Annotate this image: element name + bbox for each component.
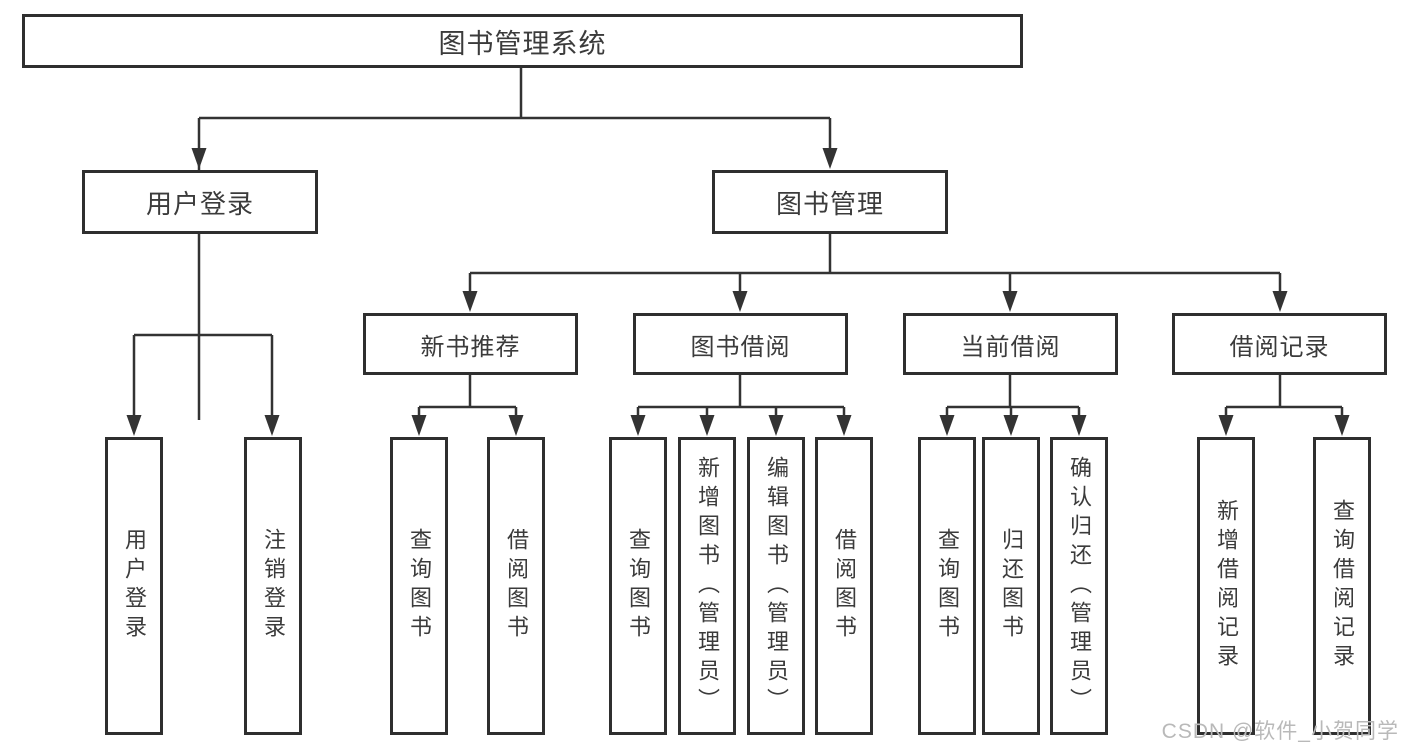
leaf-borrow-books: 借阅图书: [815, 437, 873, 735]
leaf-query-borrow-record-label: 查询借阅记录: [1330, 499, 1355, 673]
leaf-user-login-label: 用户登录: [122, 528, 147, 644]
node-new-book-recommendation: 新书推荐: [363, 313, 578, 375]
leaf-query-books-borrow-label: 查询图书: [626, 528, 651, 644]
leaf-edit-books-admin-label: 编辑图书（管理员）: [764, 455, 789, 717]
leaf-add-books-admin: 新增图书（管理员）: [678, 437, 736, 735]
node-system-root-label: 图书管理系统: [438, 28, 607, 59]
leaf-query-books-recommend-label: 查询图书: [407, 528, 432, 644]
leaf-query-books-current-label: 查询图书: [935, 528, 960, 644]
leaf-add-books-admin-label: 新增图书（管理员）: [695, 455, 720, 717]
leaf-logout-label: 注销登录: [261, 528, 286, 644]
leaf-query-books-borrow: 查询图书: [609, 437, 667, 735]
leaf-add-borrow-record-label: 新增借阅记录: [1214, 499, 1239, 673]
leaf-borrow-books-label: 借阅图书: [832, 528, 857, 644]
leaf-user-login: 用户登录: [105, 437, 163, 735]
node-user-login-label: 用户登录: [145, 188, 254, 219]
node-borrowing-records-label: 借阅记录: [1229, 333, 1330, 361]
csdn-watermark: CSDN @软件_小贺同学: [1161, 720, 1399, 743]
node-book-borrowing-label: 图书借阅: [690, 333, 791, 361]
node-system-root: 图书管理系统: [22, 14, 1023, 68]
leaf-query-books-current: 查询图书: [918, 437, 976, 735]
leaf-logout: 注销登录: [244, 437, 302, 735]
leaf-borrow-books-recommend-label: 借阅图书: [504, 528, 529, 644]
leaf-return-books: 归还图书: [982, 437, 1040, 735]
node-user-login: 用户登录: [82, 170, 318, 234]
node-book-management: 图书管理: [712, 170, 948, 234]
leaf-query-books-recommend: 查询图书: [390, 437, 448, 735]
leaf-confirm-return-admin-label: 确认归还（管理员）: [1067, 455, 1092, 717]
node-new-book-recommendation-label: 新书推荐: [420, 333, 521, 361]
node-current-borrowing: 当前借阅: [903, 313, 1118, 375]
node-borrowing-records: 借阅记录: [1172, 313, 1387, 375]
leaf-return-books-label: 归还图书: [999, 528, 1024, 644]
leaf-add-borrow-record: 新增借阅记录: [1197, 437, 1255, 735]
node-current-borrowing-label: 当前借阅: [960, 333, 1061, 361]
node-book-borrowing: 图书借阅: [633, 313, 848, 375]
leaf-confirm-return-admin: 确认归还（管理员）: [1050, 437, 1108, 735]
leaf-query-borrow-record: 查询借阅记录: [1313, 437, 1371, 735]
leaf-borrow-books-recommend: 借阅图书: [487, 437, 545, 735]
leaf-edit-books-admin: 编辑图书（管理员）: [747, 437, 805, 735]
node-book-management-label: 图书管理: [775, 188, 884, 219]
